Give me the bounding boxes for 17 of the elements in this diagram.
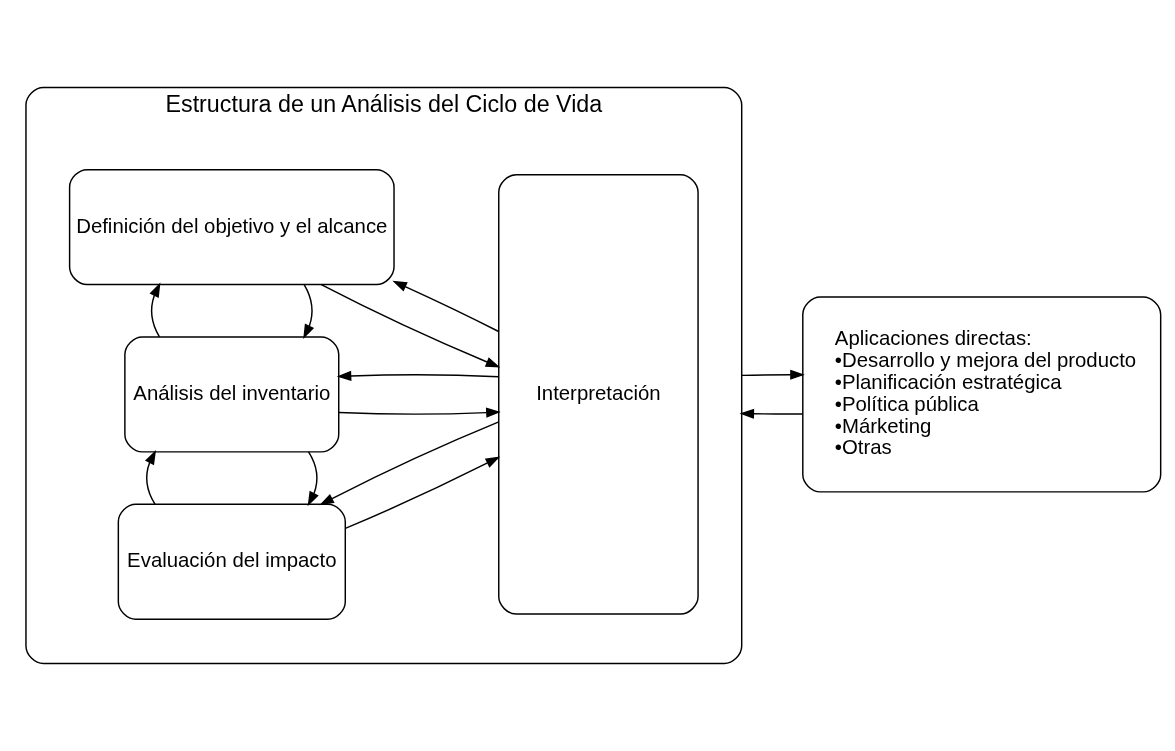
node-box: Análisis del inventario (124, 336, 340, 453)
arrow (344, 456, 501, 530)
arrow (307, 451, 319, 507)
arrow (149, 282, 161, 338)
node-box: Aplicaciones directas: •Desarrollo y mejora del producto •Planificación estratégica •Política pública •Márketing •Otras (802, 296, 1162, 493)
arrow (392, 280, 500, 333)
arrow (740, 369, 805, 380)
arrow (303, 283, 315, 339)
arrow (144, 449, 157, 505)
node-box: Definición del objetivo y el alcance (68, 168, 395, 286)
node-box: Interpretación (498, 174, 699, 615)
node-box: Evaluación del impacto (117, 503, 346, 620)
arrow (319, 421, 499, 506)
arrow (320, 284, 501, 368)
arrow (739, 408, 804, 419)
arrow (338, 407, 501, 418)
arrow (336, 370, 500, 381)
